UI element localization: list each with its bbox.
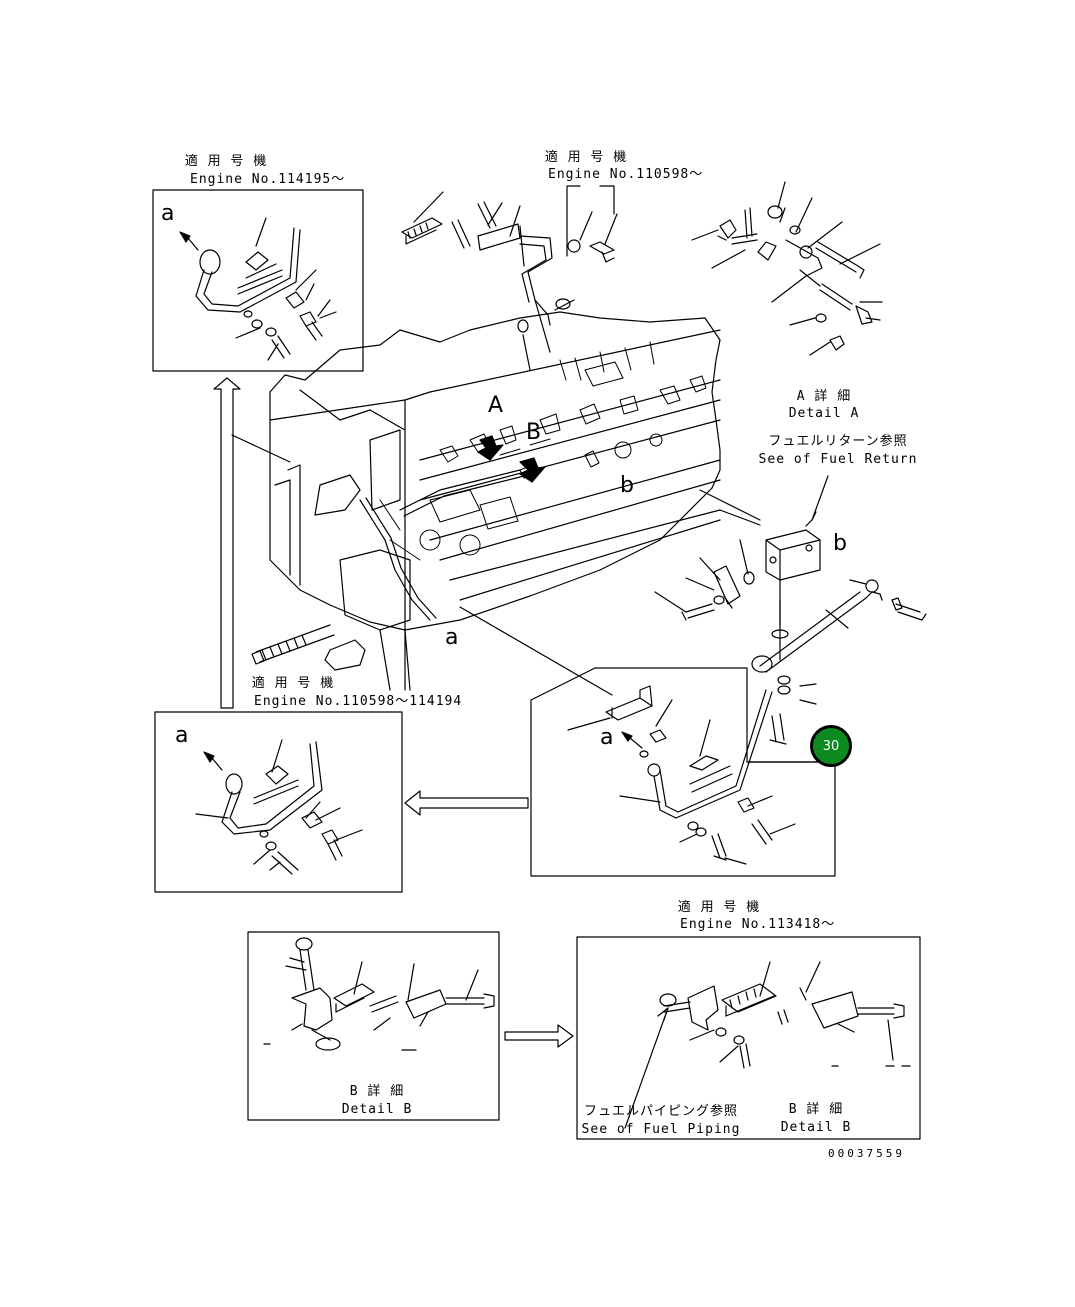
applicable-label-mid-left: 適 用 号 機	[251, 676, 335, 691]
a-arrow-detail-a	[621, 731, 633, 742]
arrow-right	[504, 1024, 574, 1048]
top-right-parts	[691, 181, 883, 356]
arrow-left	[404, 790, 529, 816]
engine-number-bottom-right: Engine No.113418～	[680, 917, 836, 932]
detail-box-detail-a	[530, 667, 836, 877]
mid-left-parts	[195, 739, 363, 875]
detail-b-right-title-jp: B 詳 細	[788, 1102, 844, 1117]
view-letter-a-detail-a: a	[600, 725, 614, 750]
long-bolt	[251, 624, 335, 665]
view-letter-b-engine: b	[620, 473, 634, 498]
detail-box-mid-left	[154, 711, 403, 893]
part-leader	[231, 434, 291, 463]
fuel-piping-ref-jp: フュエルパイピング参照	[583, 1104, 739, 1119]
view-letter-A-engine: A	[488, 393, 504, 418]
engine-number-top-left: Engine No.114195～	[190, 172, 346, 187]
fuel-return-ref-jp: フュエルリターン参照	[768, 434, 908, 449]
top-left-parts	[195, 217, 337, 361]
engine-number-mid-left: Engine No.110598～114194	[254, 694, 463, 709]
detail-box-b-left	[247, 931, 500, 1121]
applicable-label-top-center: 適 用 号 機	[544, 150, 628, 165]
fuel-return-ref: See of Fuel Return	[758, 452, 918, 467]
leader-line	[459, 606, 613, 696]
engine-block	[269, 311, 761, 691]
detail-box-top-left	[152, 189, 364, 372]
detail-a-parts	[567, 685, 796, 865]
detail-b-left-title-jp: B 詳 細	[349, 1084, 405, 1099]
detail-b-left-title: Detail B	[341, 1102, 413, 1117]
leader-line	[624, 1007, 669, 1129]
fuel-return-block	[654, 529, 927, 705]
detail-a-title: Detail A	[788, 406, 860, 421]
arrow-up	[213, 377, 241, 709]
view-letter-b-return: b	[833, 531, 847, 556]
view-arrows	[477, 435, 546, 483]
a-arrow-mid-left	[203, 751, 215, 763]
drawing-number: 00037559	[828, 1147, 905, 1160]
view-letter-a-mid-left: a	[175, 723, 189, 748]
leader-line	[811, 475, 829, 521]
view-letter-a-engine: a	[445, 625, 459, 650]
leader-line	[657, 1007, 669, 1021]
detail-b-right-title: Detail B	[780, 1120, 852, 1135]
applicable-label-top-left: 適 用 号 機	[184, 154, 268, 169]
a-arrow-top-left	[179, 231, 191, 243]
applicable-label-bottom-right: 適 用 号 機	[677, 900, 761, 915]
detail-b-left-parts	[263, 937, 495, 1051]
leader-line	[805, 511, 817, 527]
item-number-badge[interactable]: 30	[810, 725, 852, 767]
top-bracket-group	[401, 191, 618, 371]
fuel-pipes-main	[359, 469, 525, 621]
detail-a-title-jp: A 詳 細	[796, 389, 852, 404]
detail-b-right-parts	[659, 961, 911, 1069]
detail-box-b-right	[576, 936, 921, 1140]
view-letter-B-engine: B	[526, 420, 542, 445]
engine-detail-strokes	[379, 341, 707, 561]
engine-number-top-center: Engine No.110598～	[548, 167, 704, 182]
fuel-piping-ref: See of Fuel Piping	[581, 1122, 741, 1137]
leader-line	[566, 185, 615, 257]
leader-line	[699, 489, 761, 521]
view-letter-a-top-left: a	[161, 201, 175, 226]
